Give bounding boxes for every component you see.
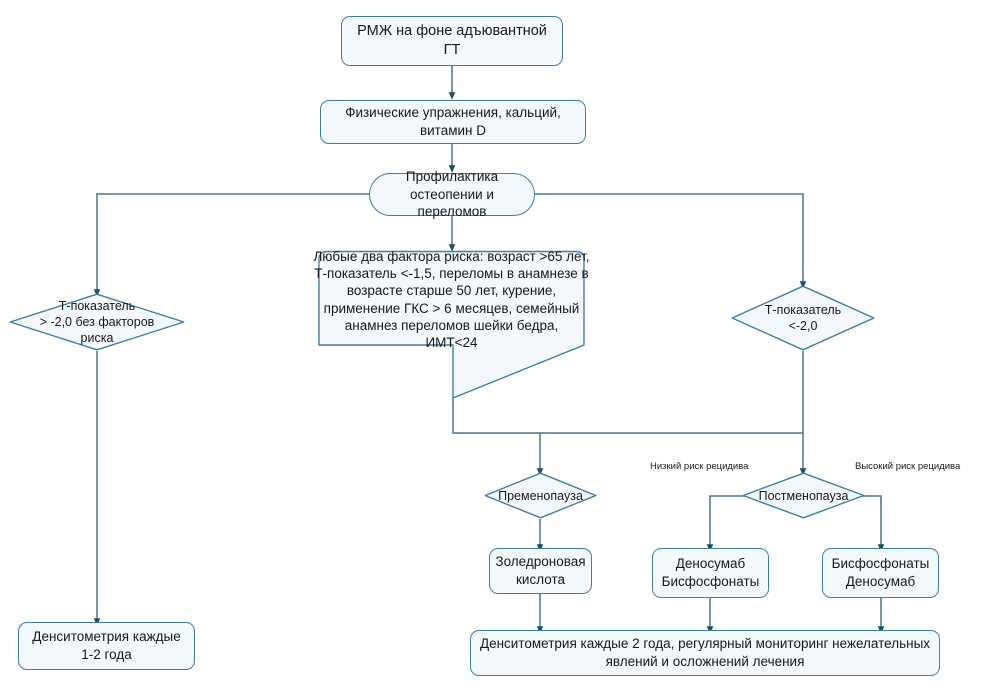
node-zoledronic-acid-label: Золедроновая кислота — [495, 554, 586, 587]
node-denosumab-bisphosphonates[interactable]: Деносумаб Бисфосфонаты — [652, 548, 769, 598]
node-densitometry-bottom-label: Денситометрия каждые 2 года, регулярный … — [479, 636, 931, 669]
node-t-score-right[interactable]: Т-показатель <-2,0 — [731, 285, 875, 351]
node-premenopause[interactable]: Пременопауза — [484, 472, 597, 519]
edge-label-low-risk: Низкий риск рецидива — [650, 461, 749, 472]
node-start-label: РМЖ на фоне адъювантной ГТ — [357, 22, 547, 58]
node-risk-factors-label: Любые два фактора риска: возраст >65 лет… — [313, 248, 590, 351]
node-denosumab-bisphosphonates-label: Деносумаб Бисфосфонаты — [661, 556, 760, 589]
node-densitometry-bottom[interactable]: Денситометрия каждые 2 года, регулярный … — [470, 630, 940, 676]
node-prophylaxis-label: Профилактика остеопении и переломов — [405, 168, 499, 220]
node-risk-factors[interactable]: Любые два фактора риска: возраст >65 лет… — [310, 248, 593, 399]
node-densitometry-left[interactable]: Денситометрия каждые 1-2 года — [18, 622, 195, 670]
node-lifestyle[interactable]: Физические упражнения, кальций, витамин … — [320, 100, 586, 144]
edge-label-high-risk: Высокий риск рецидива — [855, 461, 961, 472]
node-bisphosphonates-denosumab-label: Бисфосфонаты Деносумаб — [831, 556, 930, 589]
postmenopause-shape — [742, 472, 865, 519]
edge-riskfactors-to-junction — [452, 398, 803, 434]
node-densitometry-left-label: Денситометрия каждые 1-2 года — [32, 629, 181, 662]
node-t-score-right-label: Т-показатель <-2,0 — [764, 303, 842, 333]
node-postmenopause-label: Постменопауза — [758, 488, 849, 503]
node-bisphosphonates-denosumab[interactable]: Бисфосфонаты Деносумаб — [822, 548, 939, 598]
t-score-left-shape — [9, 293, 185, 351]
t-score-right-shape — [731, 285, 875, 351]
node-t-score-left[interactable]: Т-показатель > -2,0 без факторов риска — [9, 293, 185, 351]
premenopause-shape — [484, 472, 597, 519]
node-prophylaxis[interactable]: Профилактика остеопении и переломов — [369, 169, 535, 219]
node-zoledronic-acid[interactable]: Золедроновая кислота — [489, 548, 592, 594]
node-lifestyle-label: Физические упражнения, кальций, витамин … — [345, 105, 561, 138]
node-postmenopause[interactable]: Постменопауза — [742, 472, 865, 519]
node-t-score-left-label: Т-показатель > -2,0 без факторов риска — [39, 299, 155, 345]
node-premenopause-label: Пременопауза — [498, 488, 583, 503]
node-start[interactable]: РМЖ на фоне адъювантной ГТ — [341, 16, 563, 66]
